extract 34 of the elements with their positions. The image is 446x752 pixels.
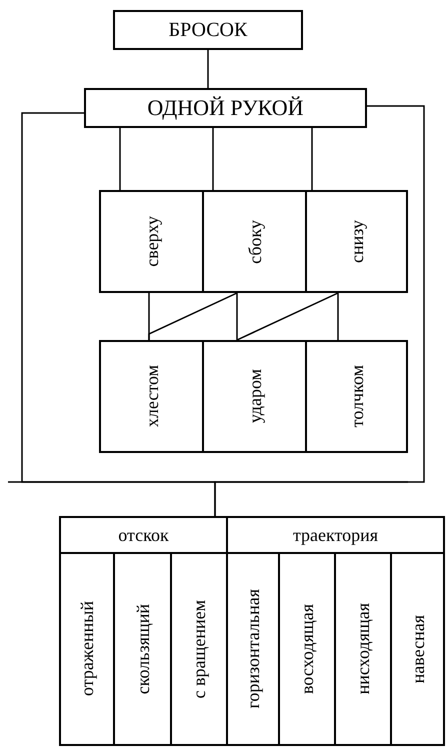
node-label: ударом <box>246 369 264 424</box>
node-label: траектория <box>292 526 378 544</box>
connector-line <box>212 128 214 190</box>
connector-line <box>311 128 313 190</box>
process-box <box>305 340 408 453</box>
connector-line <box>207 50 209 88</box>
process-box <box>84 88 367 128</box>
process-box <box>202 190 307 293</box>
node-label: навесная <box>408 614 426 684</box>
connector-line <box>236 293 238 340</box>
process-box <box>202 340 307 453</box>
connector-line <box>148 292 238 340</box>
node-label: восходящая <box>298 604 316 694</box>
node-label: хлестом <box>142 365 160 428</box>
node-label: отскок <box>118 526 169 544</box>
connector-line <box>236 292 338 341</box>
node-label: толчком <box>348 365 366 428</box>
node-label: сверху <box>142 216 160 267</box>
node-label: ОДНОЙ РУКОЙ <box>147 97 304 119</box>
connector-line <box>337 293 339 340</box>
node-label: с вращением <box>190 600 208 698</box>
node-label: снизу <box>348 220 366 263</box>
node-label: БРОСОК <box>168 20 248 40</box>
process-box <box>305 190 408 293</box>
process-box <box>113 10 303 50</box>
process-box <box>99 190 204 293</box>
node-label: нисходящая <box>354 603 372 695</box>
connector-line <box>119 128 121 190</box>
process-box <box>99 340 204 453</box>
node-label: сбоку <box>246 220 264 264</box>
node-label: горизонтальная <box>244 589 262 709</box>
node-label: скользящий <box>134 604 152 694</box>
node-label: отраженный <box>78 601 96 697</box>
connector-line <box>214 105 425 516</box>
